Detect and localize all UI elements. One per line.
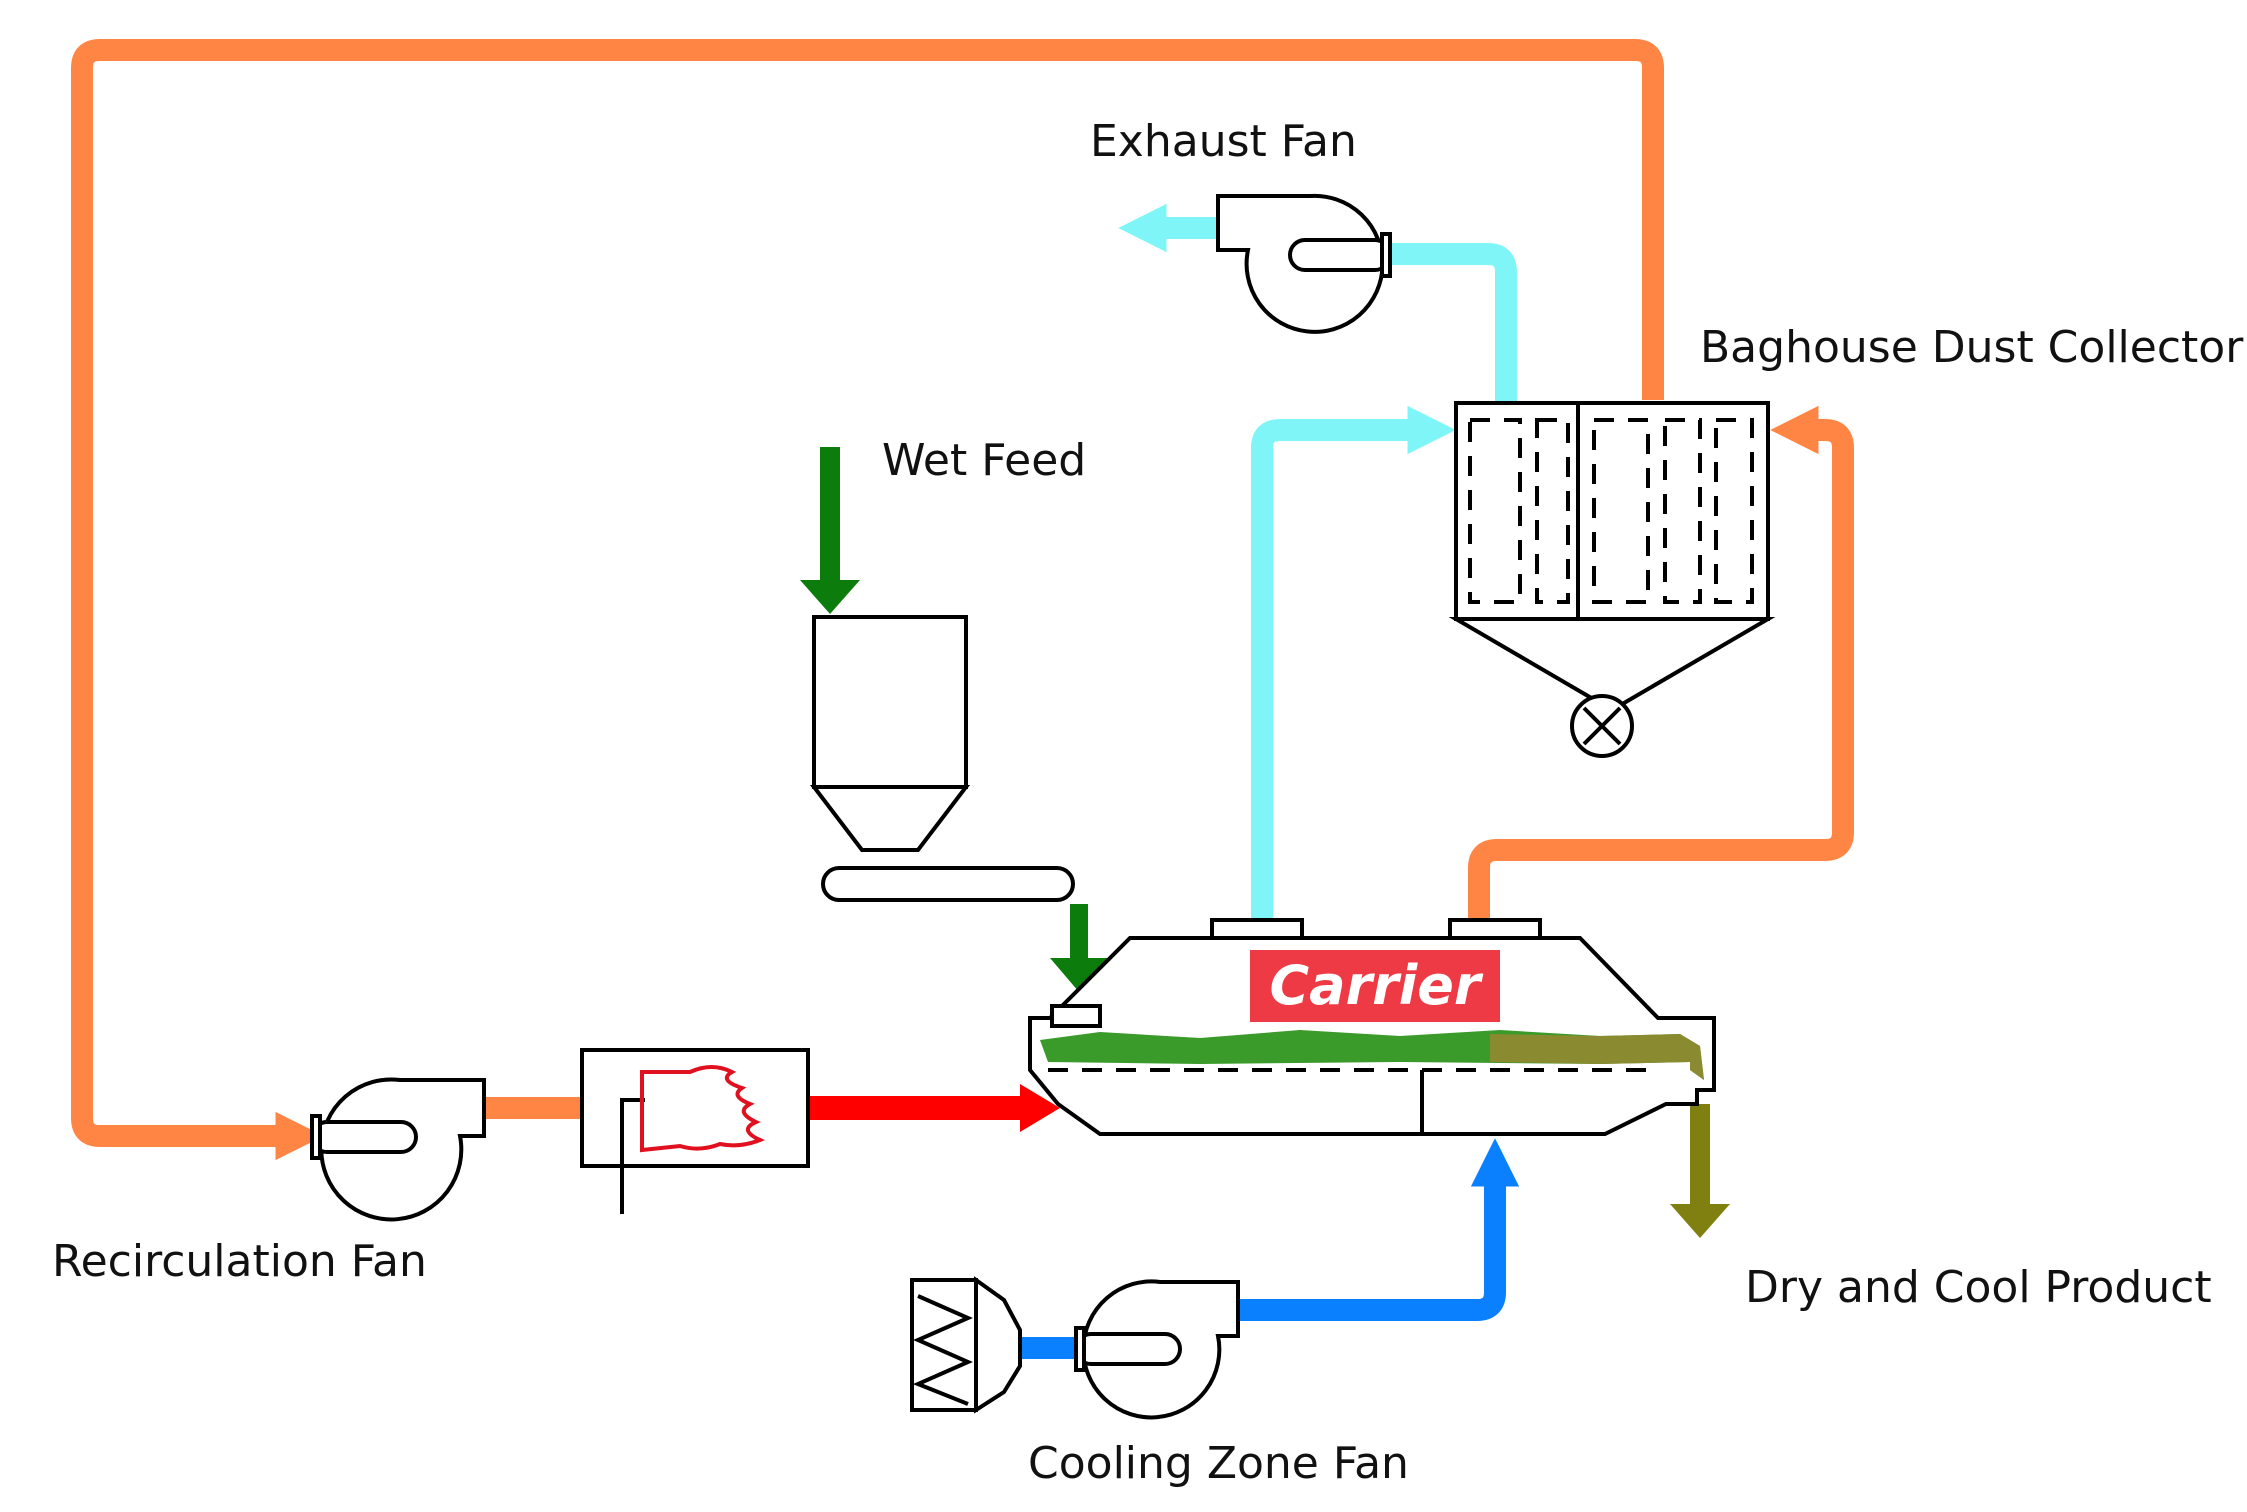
baghouse-dust-collector [1448,401,1776,758]
label-exhaust-fan: Exhaust Fan [1090,116,1357,167]
recirculation-air-pipe [71,39,1664,1161]
label-recirculation-fan: Recirculation Fan [52,1236,427,1287]
recirculation-fan [310,1077,486,1222]
carrier-logo: Carrier [1250,950,1500,1022]
flame-icon [640,1065,766,1153]
cooling-air-intake-filter [910,1276,1022,1414]
label-wet-feed: Wet Feed [882,435,1086,486]
label-dry-and-cool-product: Dry and Cool Product [1745,1262,2212,1313]
feed-conveyor [821,866,1075,902]
hot-air-arrow-head [1020,1084,1060,1132]
wet-feed-arrow-head [800,580,860,614]
cooling-air-pipe [1238,1138,1520,1321]
exhaust-fan [1216,193,1392,334]
fluid-bed-dryer: Carrier [1028,918,1716,1136]
dryer-to-baghouse-pipe [1468,405,1854,920]
air-heater [580,1048,810,1214]
cooling-zone-fan [1074,1279,1240,1420]
dryer-exhaust-pipe [1251,405,1456,920]
label-cooling-zone-fan: Cooling Zone Fan [1028,1438,1409,1489]
feed-hopper [809,615,971,852]
product-arrow-shaft [1690,1104,1710,1204]
conveyor-drop-arrow-shaft [1070,904,1088,959]
product-arrow-head [1670,1204,1730,1238]
baghouse-to-exhaust-fan-pipe [1388,243,1517,402]
label-baghouse-dust-collector: Baghouse Dust Collector [1700,322,2244,373]
wet-feed-arrow-shaft [820,447,840,582]
carrier-logo-text: Carrier [1269,954,1483,1017]
conveyor-drop-arrow-head [1050,958,1108,992]
